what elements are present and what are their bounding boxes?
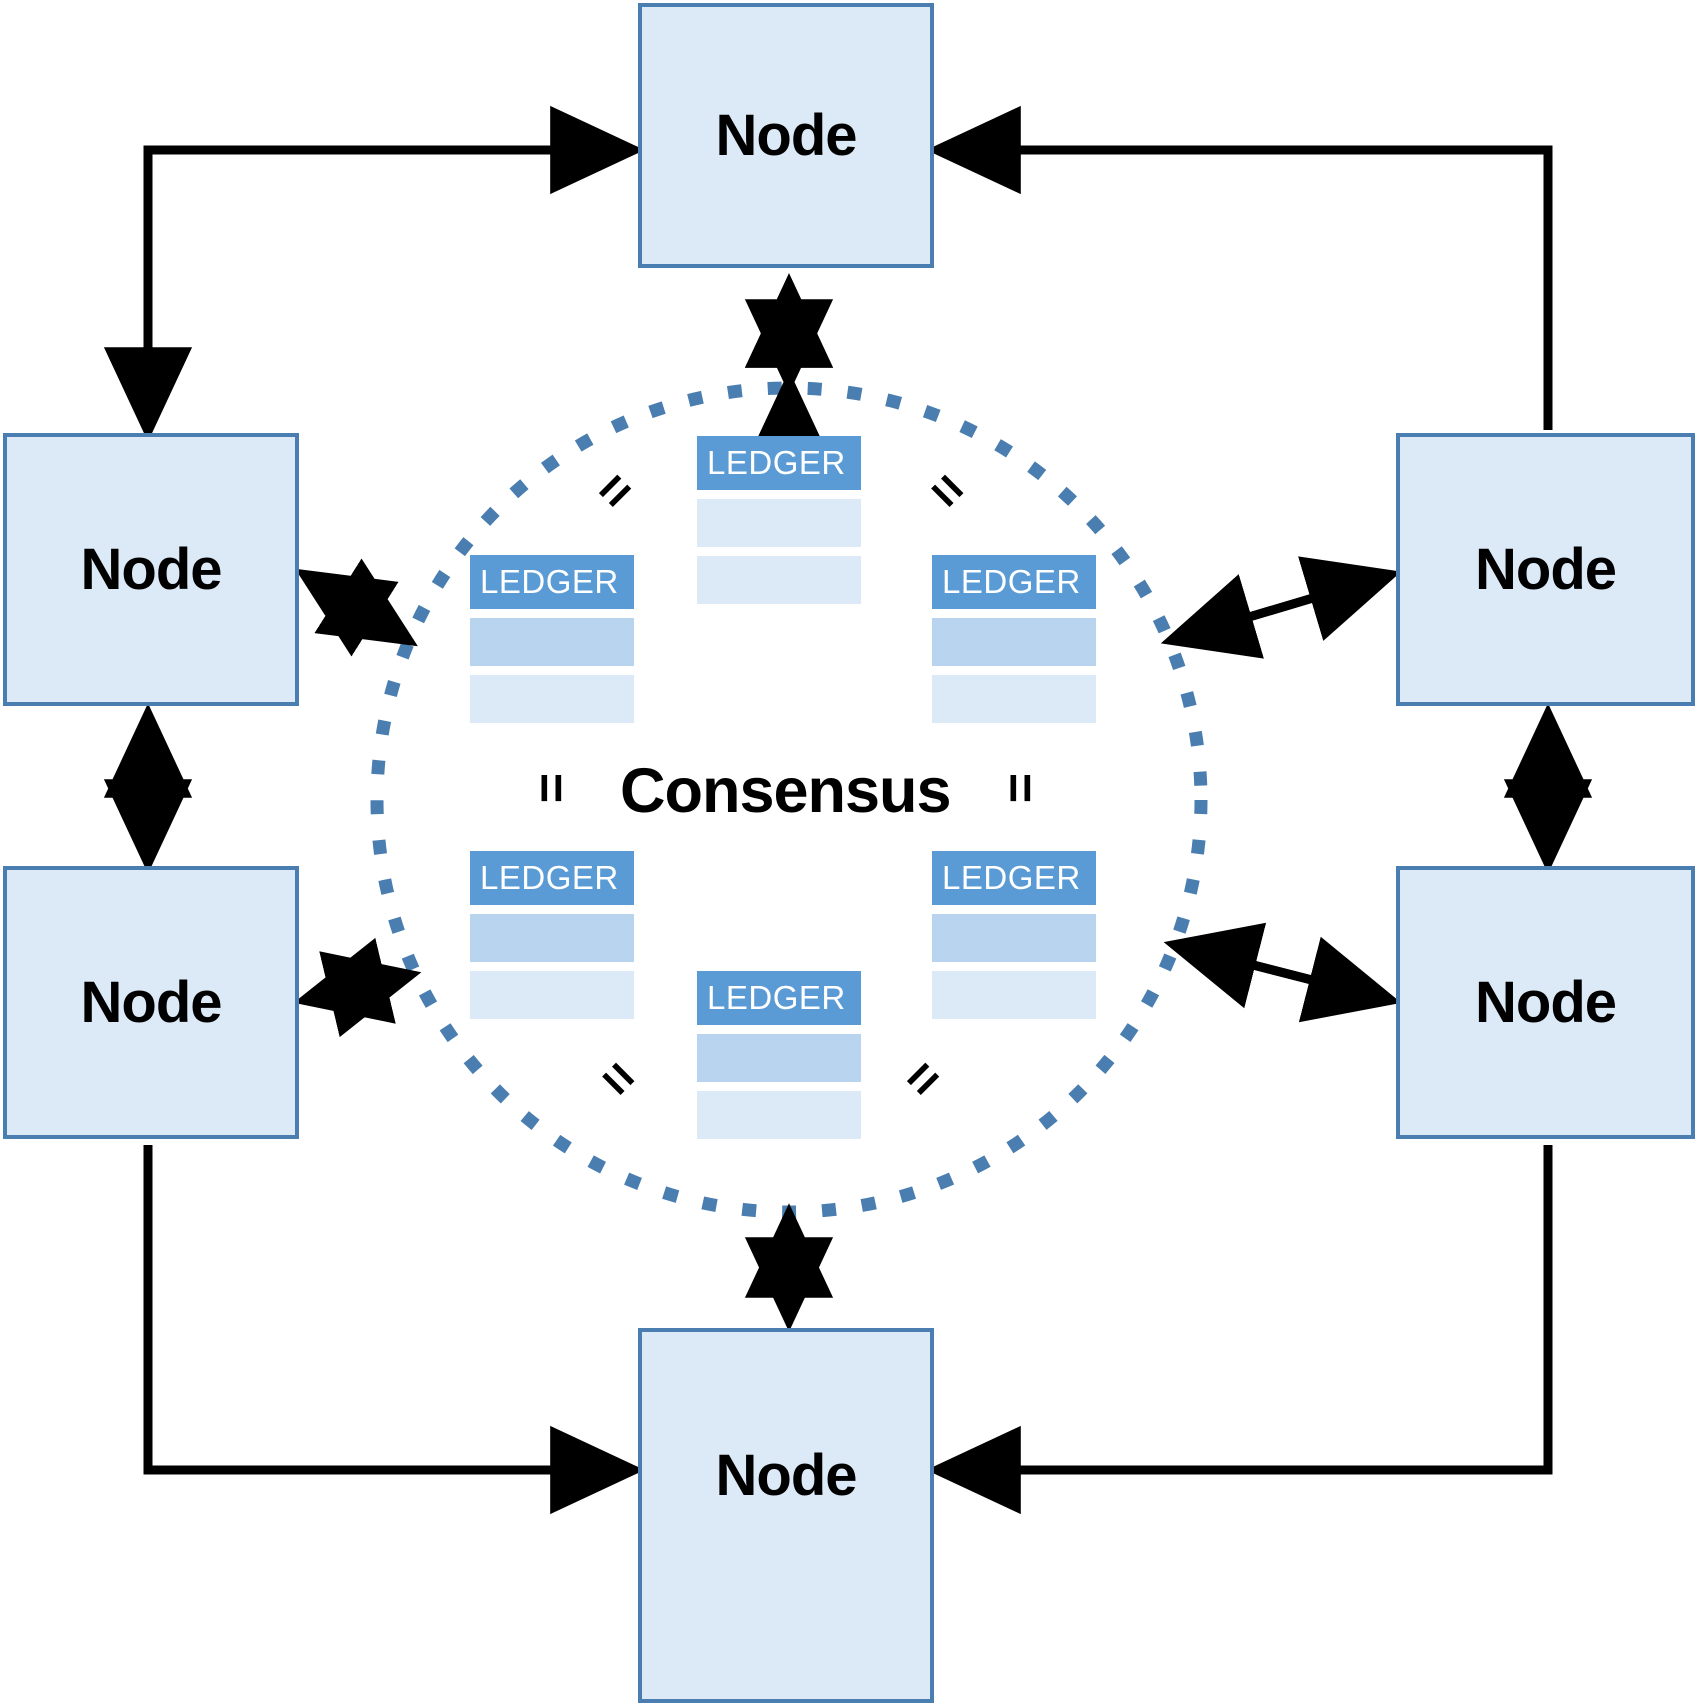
- ledger-top[interactable]: LEDGER: [697, 436, 861, 604]
- node-bottom-label: Node: [715, 1442, 858, 1508]
- ledger-left-upper[interactable]: LEDGER: [470, 555, 634, 723]
- ledger-top-row-2: [697, 556, 861, 604]
- ledger-right-lower[interactable]: LEDGER: [932, 851, 1096, 1019]
- ledger-right-upper-row-2: [932, 675, 1096, 723]
- node-left-lower-label: Node: [80, 969, 223, 1035]
- ledger-right-lower-row-1: [932, 914, 1096, 962]
- node-left-lower[interactable]: Node: [3, 866, 299, 1139]
- node-right-upper-label: Node: [1475, 536, 1617, 602]
- node-left-upper-label: Node: [80, 536, 223, 602]
- ledger-left-upper-row-1: [470, 618, 634, 666]
- ledger-right-upper-header: LEDGER: [932, 555, 1096, 609]
- node-bottom[interactable]: Node: [638, 1328, 934, 1703]
- ledger-right-upper[interactable]: LEDGER: [932, 555, 1096, 723]
- node-left-upper[interactable]: Node: [3, 433, 299, 706]
- arrow-right-lower-to-bottom: [926, 1145, 1553, 1515]
- ledger-right-upper-row-1: [932, 618, 1096, 666]
- ledger-top-row-1: [697, 499, 861, 547]
- ledger-left-lower-row-1: [470, 914, 634, 962]
- arrow-right-upper-to-top: [926, 105, 1553, 430]
- ledger-bottom-row-2: [697, 1091, 861, 1139]
- equals-mid-right-icon: =: [991, 772, 1050, 804]
- arrow-left-upper-to-top: [143, 105, 645, 430]
- node-right-lower-label: Node: [1475, 969, 1617, 1035]
- ledger-bottom[interactable]: LEDGER: [697, 971, 861, 1139]
- ledger-right-lower-row-2: [932, 971, 1096, 1019]
- ledger-right-lower-header: LEDGER: [932, 851, 1096, 905]
- node-top[interactable]: Node: [638, 3, 934, 268]
- ledger-bottom-header: LEDGER: [697, 971, 861, 1025]
- ledger-left-lower[interactable]: LEDGER: [470, 851, 634, 1019]
- equals-mid-left-icon: =: [522, 772, 581, 804]
- ledger-left-lower-header: LEDGER: [470, 851, 634, 905]
- node-right-lower[interactable]: Node: [1396, 866, 1695, 1139]
- ledger-top-header: LEDGER: [697, 436, 861, 490]
- node-top-label: Node: [715, 102, 858, 168]
- ledger-left-upper-header: LEDGER: [470, 555, 634, 609]
- ledger-left-lower-row-2: [470, 971, 634, 1019]
- node-right-upper[interactable]: Node: [1396, 433, 1695, 706]
- arrow-top-to-left-upper: [103, 145, 633, 442]
- consensus-label: Consensus: [620, 756, 952, 826]
- ledger-left-upper-row-2: [470, 675, 634, 723]
- ledger-bottom-row-1: [697, 1034, 861, 1082]
- arrow-left-lower-to-bottom: [143, 1145, 645, 1515]
